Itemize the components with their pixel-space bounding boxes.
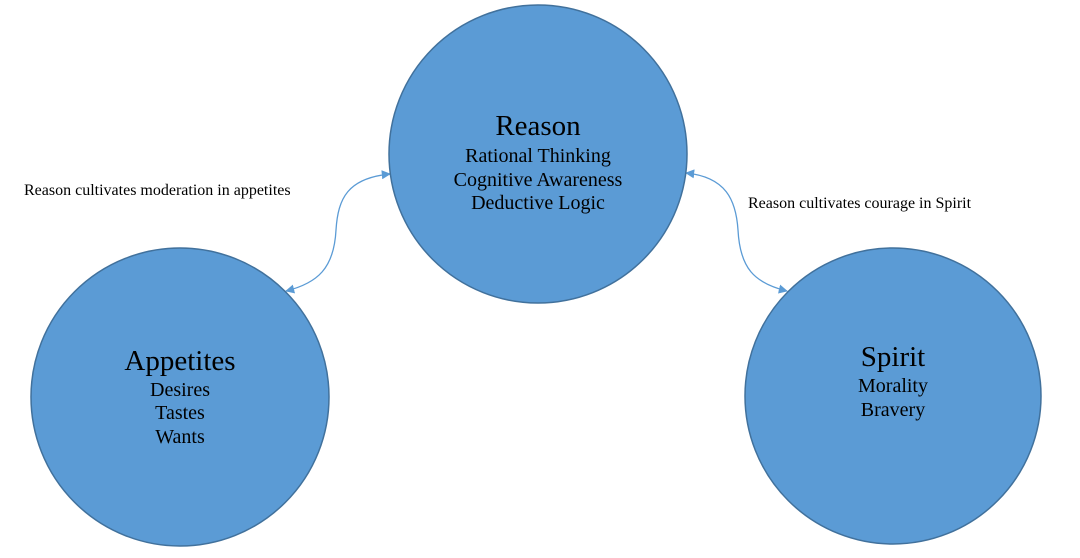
- node-appetites-title: Appetites: [124, 345, 235, 377]
- node-spirit-line-1: Morality: [858, 375, 928, 397]
- node-spirit-circle: [744, 247, 1042, 545]
- node-reason-title: Reason: [495, 110, 581, 142]
- node-appetites: Appetites Desires Tastes Wants: [30, 247, 330, 547]
- connector-reason-spirit: [685, 169, 788, 294]
- connector-reason-appetites: [285, 170, 391, 294]
- node-appetites-line-1: Desires: [150, 379, 210, 401]
- node-spirit-title: Spirit: [861, 341, 925, 373]
- node-appetites-line-2: Tastes: [155, 402, 205, 424]
- node-reason-line-3: Deductive Logic: [471, 192, 605, 214]
- node-appetites-line-3: Wants: [155, 426, 205, 448]
- node-reason-line-2: Cognitive Awareness: [454, 169, 623, 191]
- edge-label-reason-spirit: Reason cultivates courage in Spirit: [748, 195, 972, 212]
- node-spirit-line-2: Bravery: [861, 399, 925, 421]
- node-reason-line-1: Rational Thinking: [465, 145, 611, 167]
- node-reason-circle: [388, 4, 688, 304]
- edge-label-reason-appetites: Reason cultivates moderation in appetite…: [24, 182, 291, 199]
- node-appetites-circle: [30, 247, 330, 547]
- node-reason: Reason Rational Thinking Cognitive Aware…: [388, 4, 688, 304]
- node-spirit: Spirit Morality Bravery: [744, 247, 1042, 545]
